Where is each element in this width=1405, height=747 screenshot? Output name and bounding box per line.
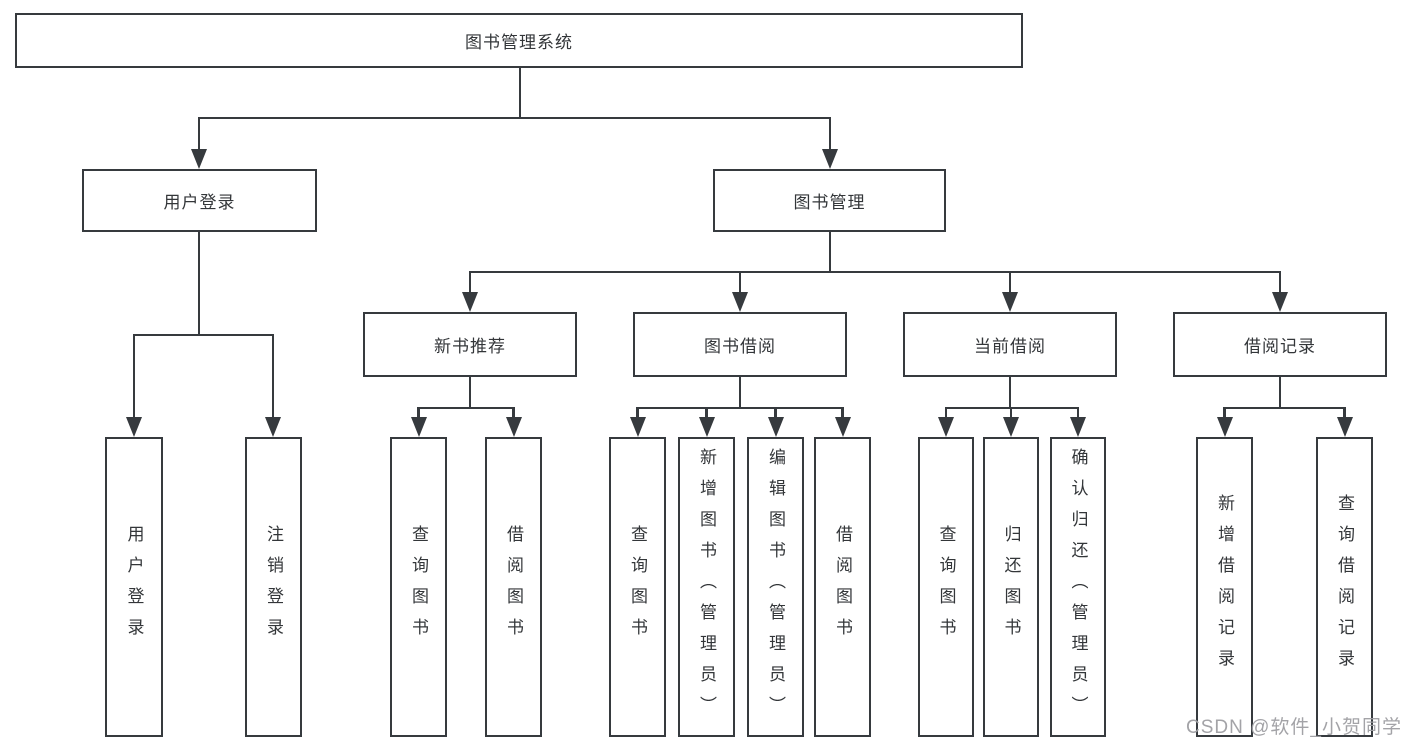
connector-stem-leaf xyxy=(1223,408,1226,419)
node-book-borrowing: 图书借阅 xyxy=(633,312,847,377)
connector-stem-leaf xyxy=(512,408,515,419)
arrow-down-icon xyxy=(1216,417,1233,437)
arrow-down-icon xyxy=(1336,417,1353,437)
arrow-down-icon xyxy=(629,417,646,437)
leaf-query-books-current: 查询图书 xyxy=(918,437,974,737)
node-borrowing-records: 借阅记录 xyxy=(1173,312,1387,377)
connector-stem-leaf xyxy=(774,408,777,419)
connector-stem-leaf xyxy=(1076,408,1080,419)
leaf-query-books-recommend: 查询图书 xyxy=(390,437,447,737)
connector-stem-leaf xyxy=(1009,408,1013,419)
connector-stem-leaf xyxy=(417,408,420,419)
connector-stem-level3 xyxy=(738,272,742,294)
connector-stem-leaf xyxy=(636,408,639,419)
leaf-query-books-borrowing: 查询图书 xyxy=(609,437,666,737)
connector-user-login-trunk xyxy=(197,232,201,336)
connector-records-trunk xyxy=(1278,377,1282,409)
leaf-borrow-books-recommend: 借阅图书 xyxy=(485,437,542,737)
node-new-book-recommendation: 新书推荐 xyxy=(363,312,577,377)
connector-recommend-trunk xyxy=(468,377,472,409)
arrow-down-icon xyxy=(410,417,427,437)
connector-stem-user-login xyxy=(197,118,201,151)
arrow-down-icon xyxy=(126,417,142,437)
arrow-down-icon xyxy=(505,417,522,437)
node-library-management-system: 图书管理系统 xyxy=(15,13,1023,68)
node-current-borrowing: 当前借阅 xyxy=(903,312,1117,377)
connector-stem-leaf xyxy=(944,408,948,419)
arrow-down-icon xyxy=(1070,417,1086,437)
leaf-edit-books-admin: 编辑图书（管理员） xyxy=(747,437,804,737)
connector-stem-leaf xyxy=(132,335,136,419)
leaf-add-books-admin: 新增图书（管理员） xyxy=(678,437,735,737)
connector-root-trunk xyxy=(518,68,522,118)
arrow-down-icon xyxy=(191,149,207,169)
connector-book-management-trunk xyxy=(828,232,832,273)
arrow-down-icon xyxy=(462,292,478,312)
leaf-query-borrow-record: 查询借阅记录 xyxy=(1316,437,1373,737)
node-user-login: 用户登录 xyxy=(82,169,317,232)
connector-stem-book-management xyxy=(828,118,832,151)
arrow-down-icon xyxy=(1003,417,1019,437)
arrow-down-icon xyxy=(1002,292,1018,312)
arrow-down-icon xyxy=(767,417,784,437)
leaf-add-borrow-record: 新增借阅记录 xyxy=(1196,437,1253,737)
connector-records-bar xyxy=(1223,406,1346,410)
leaf-borrow-books: 借阅图书 xyxy=(814,437,871,737)
arrow-down-icon xyxy=(732,292,748,312)
connector-borrowing-bar xyxy=(636,406,844,410)
node-book-management: 图书管理 xyxy=(713,169,946,232)
connector-stem-leaf xyxy=(841,408,844,419)
leaf-user-login: 用户登录 xyxy=(105,437,163,737)
connector-user-login-bar xyxy=(132,333,275,337)
connector-stem-level3 xyxy=(1008,272,1012,294)
connector-borrowing-trunk xyxy=(738,377,742,409)
arrow-down-icon xyxy=(822,149,838,169)
leaf-logout: 注销登录 xyxy=(245,437,302,737)
arrow-down-icon xyxy=(834,417,851,437)
connector-recommend-bar xyxy=(417,406,515,410)
connector-stem-leaf xyxy=(271,335,275,419)
connector-stem-level3 xyxy=(1278,272,1282,294)
arrow-down-icon xyxy=(938,417,954,437)
connector-book-management-bar xyxy=(468,270,1282,274)
arrow-down-icon xyxy=(265,417,281,437)
connector-stem-level3 xyxy=(468,272,472,294)
arrow-down-icon xyxy=(1272,292,1288,312)
csdn-watermark: CSDN @软件_小贺同学 xyxy=(1186,717,1402,738)
leaf-return-books: 归还图书 xyxy=(983,437,1039,737)
arrow-down-icon xyxy=(698,417,715,437)
leaf-confirm-return-admin: 确认归还（管理员） xyxy=(1050,437,1106,737)
connector-stem-leaf xyxy=(705,408,708,419)
connector-stem-leaf xyxy=(1343,408,1346,419)
connector-current-trunk xyxy=(1008,377,1012,409)
connector-root-bar xyxy=(197,116,832,120)
